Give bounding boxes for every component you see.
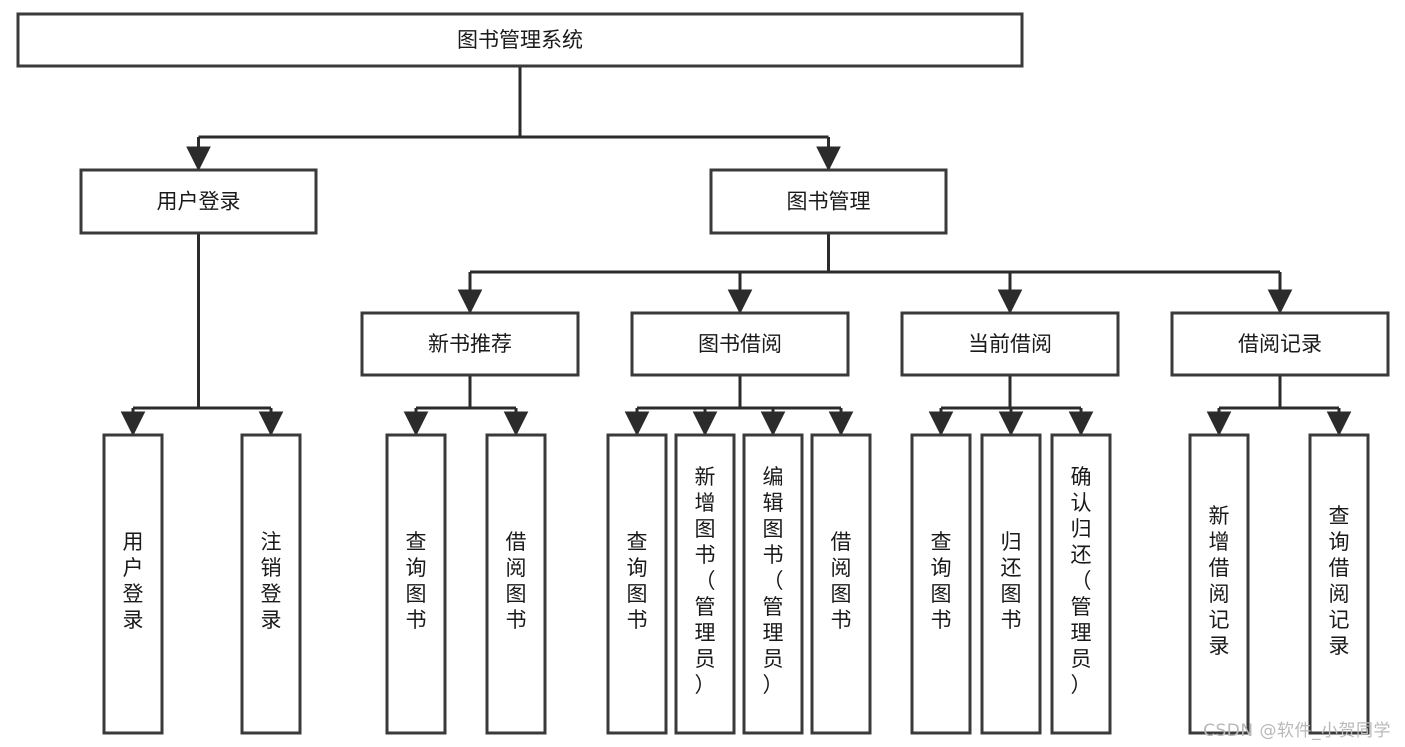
level3-node-1[interactable]: 图书借阅 — [630, 311, 850, 377]
leaf-node-7[interactable]: 借阅图书 — [810, 433, 872, 735]
leaf-node-7-label: 借阅图书 — [831, 530, 852, 632]
leaf-node-12[interactable]: 查询借阅记录 — [1308, 433, 1370, 735]
leaf-node-11[interactable]: 新增借阅记录 — [1188, 433, 1250, 735]
level3-node-0[interactable]: 新书推荐 — [360, 311, 580, 377]
leaf-node-10[interactable]: 确认归还（管理员） — [1050, 433, 1112, 735]
leaf-node-6-label: 编辑图书（管理员） — [763, 465, 784, 697]
leaf-node-1-label: 注销登录 — [261, 530, 282, 632]
level3-node-1-box[interactable] — [630, 311, 850, 377]
leaf-node-4-label: 查询图书 — [627, 530, 648, 632]
leaf-node-8[interactable]: 查询图书 — [910, 433, 972, 735]
leaf-node-11-box[interactable] — [1188, 433, 1250, 735]
root-node-book-management-system-box[interactable] — [16, 12, 1024, 68]
level3-node-3[interactable]: 借阅记录 — [1170, 311, 1390, 377]
leaf-node-1[interactable]: 注销登录 — [240, 433, 302, 735]
leaf-node-5[interactable]: 新增图书（管理员） — [674, 433, 736, 735]
leaf-node-2-box[interactable] — [385, 433, 447, 735]
leaf-node-9-box[interactable] — [980, 433, 1042, 735]
level3-node-2-label: 当前借阅 — [968, 332, 1052, 356]
leaf-node-3[interactable]: 借阅图书 — [485, 433, 547, 735]
level2-node-0-box[interactable] — [79, 168, 318, 235]
leaf-node-5-label: 新增图书（管理员） — [695, 465, 716, 697]
leaf-node-1-box[interactable] — [240, 433, 302, 735]
leaf-node-9[interactable]: 归还图书 — [980, 433, 1042, 735]
level2-node-0-label: 用户登录 — [157, 190, 241, 214]
leaf-node-5-box[interactable] — [674, 433, 736, 735]
root-node-book-management-system-label: 图书管理系统 — [457, 28, 583, 52]
leaf-node-3-label: 借阅图书 — [506, 530, 527, 632]
leaf-node-8-label: 查询图书 — [931, 530, 952, 632]
leaf-node-4-box[interactable] — [606, 433, 668, 735]
level3-node-2[interactable]: 当前借阅 — [900, 311, 1120, 377]
leaf-node-11-label: 新增借阅记录 — [1209, 504, 1230, 658]
level2-node-1[interactable]: 图书管理 — [709, 168, 948, 235]
leaf-node-3-box[interactable] — [485, 433, 547, 735]
level3-node-1-label: 图书借阅 — [698, 332, 782, 356]
leaf-node-4[interactable]: 查询图书 — [606, 433, 668, 735]
leaf-node-2[interactable]: 查询图书 — [385, 433, 447, 735]
leaf-node-12-box[interactable] — [1308, 433, 1370, 735]
level2-node-0[interactable]: 用户登录 — [79, 168, 318, 235]
node-layer: 图书管理系统用户登录图书管理新书推荐图书借阅当前借阅借阅记录用户登录注销登录查询… — [16, 12, 1390, 735]
level3-node-3-box[interactable] — [1170, 311, 1390, 377]
leaf-node-0[interactable]: 用户登录 — [102, 433, 164, 735]
level3-node-0-box[interactable] — [360, 311, 580, 377]
leaf-node-9-label: 归还图书 — [1001, 530, 1022, 632]
leaf-node-0-box[interactable] — [102, 433, 164, 735]
leaf-node-0-label: 用户登录 — [123, 530, 144, 632]
level3-node-0-label: 新书推荐 — [428, 332, 512, 356]
root-node-book-management-system[interactable]: 图书管理系统 — [16, 12, 1024, 68]
level3-node-2-box[interactable] — [900, 311, 1120, 377]
level2-node-1-label: 图书管理 — [787, 190, 871, 214]
leaf-node-7-box[interactable] — [810, 433, 872, 735]
level2-node-1-box[interactable] — [709, 168, 948, 235]
leaf-node-6-box[interactable] — [742, 433, 804, 735]
leaf-node-2-label: 查询图书 — [406, 530, 427, 632]
leaf-node-8-box[interactable] — [910, 433, 972, 735]
level3-node-3-label: 借阅记录 — [1238, 332, 1322, 356]
leaf-node-10-label: 确认归还（管理员） — [1071, 465, 1092, 697]
leaf-node-10-box[interactable] — [1050, 433, 1112, 735]
leaf-node-12-label: 查询借阅记录 — [1329, 504, 1350, 658]
leaf-node-6[interactable]: 编辑图书（管理员） — [742, 433, 804, 735]
connector-layer — [120, 66, 1352, 437]
